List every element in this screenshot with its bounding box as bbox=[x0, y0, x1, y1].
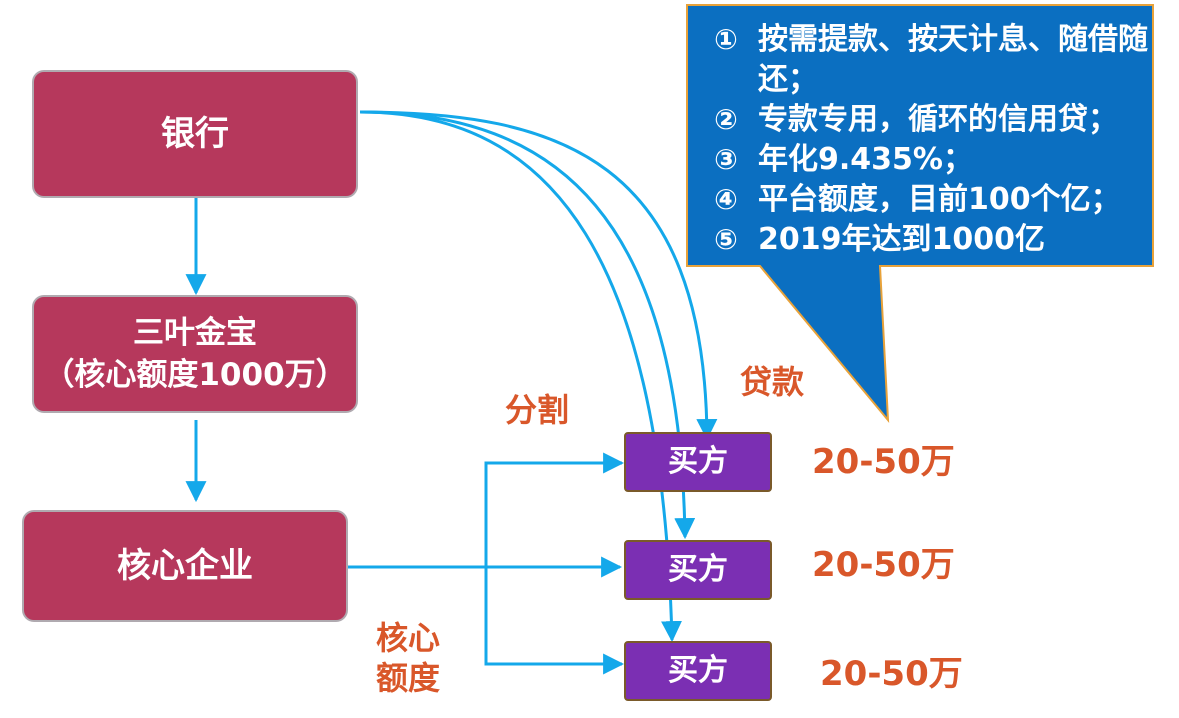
item-text: 按需提款、按天计息、随借随还； bbox=[758, 22, 1148, 97]
bank-node: 银行 bbox=[32, 70, 358, 198]
arrow-bank-to-buyer-1 bbox=[359, 110, 718, 441]
buyer-label: 买方 bbox=[668, 653, 728, 688]
core-quota-line-1: 核心 bbox=[376, 619, 441, 657]
split-label: 分割 bbox=[505, 391, 570, 429]
bank-label: 银行 bbox=[161, 114, 229, 154]
buyer-label: 买方 bbox=[668, 444, 728, 479]
core-quota-line-2: 额度 bbox=[376, 659, 441, 697]
core-enterprise-node: 核心企业 bbox=[22, 510, 348, 622]
sanye-node: 三叶金宝 （核心额度1000万） bbox=[32, 295, 358, 413]
amount-1: 20-50万 bbox=[812, 442, 955, 482]
callout-item: ④ 平台额度，目前100个亿； bbox=[702, 180, 1152, 220]
split-bracket bbox=[484, 461, 620, 666]
callout-item: ⑤ 2019年达到1000亿 bbox=[702, 220, 1152, 260]
callout-item: ② 专款专用，循环的信用贷； bbox=[702, 100, 1152, 140]
buyer-node-3: 买方 bbox=[624, 641, 772, 701]
core-enterprise-label: 核心企业 bbox=[117, 546, 253, 586]
buyer-label: 买方 bbox=[668, 552, 728, 587]
callout-item: ① 按需提款、按天计息、随借随还； bbox=[702, 20, 1152, 100]
sanye-quota: （核心额度1000万） bbox=[43, 357, 347, 393]
item-number: ③ bbox=[714, 143, 738, 176]
amount-3: 20-50万 bbox=[820, 654, 963, 694]
item-number: ① bbox=[714, 23, 738, 56]
buyer-node-2: 买方 bbox=[624, 540, 772, 600]
item-number: ⑤ bbox=[714, 223, 738, 256]
item-text: 2019年达到1000亿 bbox=[758, 222, 1045, 257]
core-quota-label: 核心 额度 bbox=[376, 618, 440, 698]
item-text: 专款专用，循环的信用贷； bbox=[758, 102, 1118, 137]
buyer-node-1: 买方 bbox=[624, 432, 772, 492]
callout-item: ③ 年化9.435%； bbox=[702, 140, 1152, 180]
item-number: ② bbox=[714, 103, 738, 136]
callout-list: ① 按需提款、按天计息、随借随还； ② 专款专用，循环的信用贷； ③ 年化9.435%… bbox=[702, 20, 1152, 260]
sanye-title: 三叶金宝 bbox=[133, 315, 257, 351]
amount-2: 20-50万 bbox=[812, 545, 955, 585]
item-text: 年化9.435%； bbox=[758, 142, 973, 177]
item-number: ④ bbox=[714, 183, 738, 216]
item-text: 平台额度，目前100个亿； bbox=[758, 182, 1121, 217]
loan-label: 贷款 bbox=[740, 363, 805, 401]
arrow-bank-to-buyer-2 bbox=[359, 110, 696, 540]
